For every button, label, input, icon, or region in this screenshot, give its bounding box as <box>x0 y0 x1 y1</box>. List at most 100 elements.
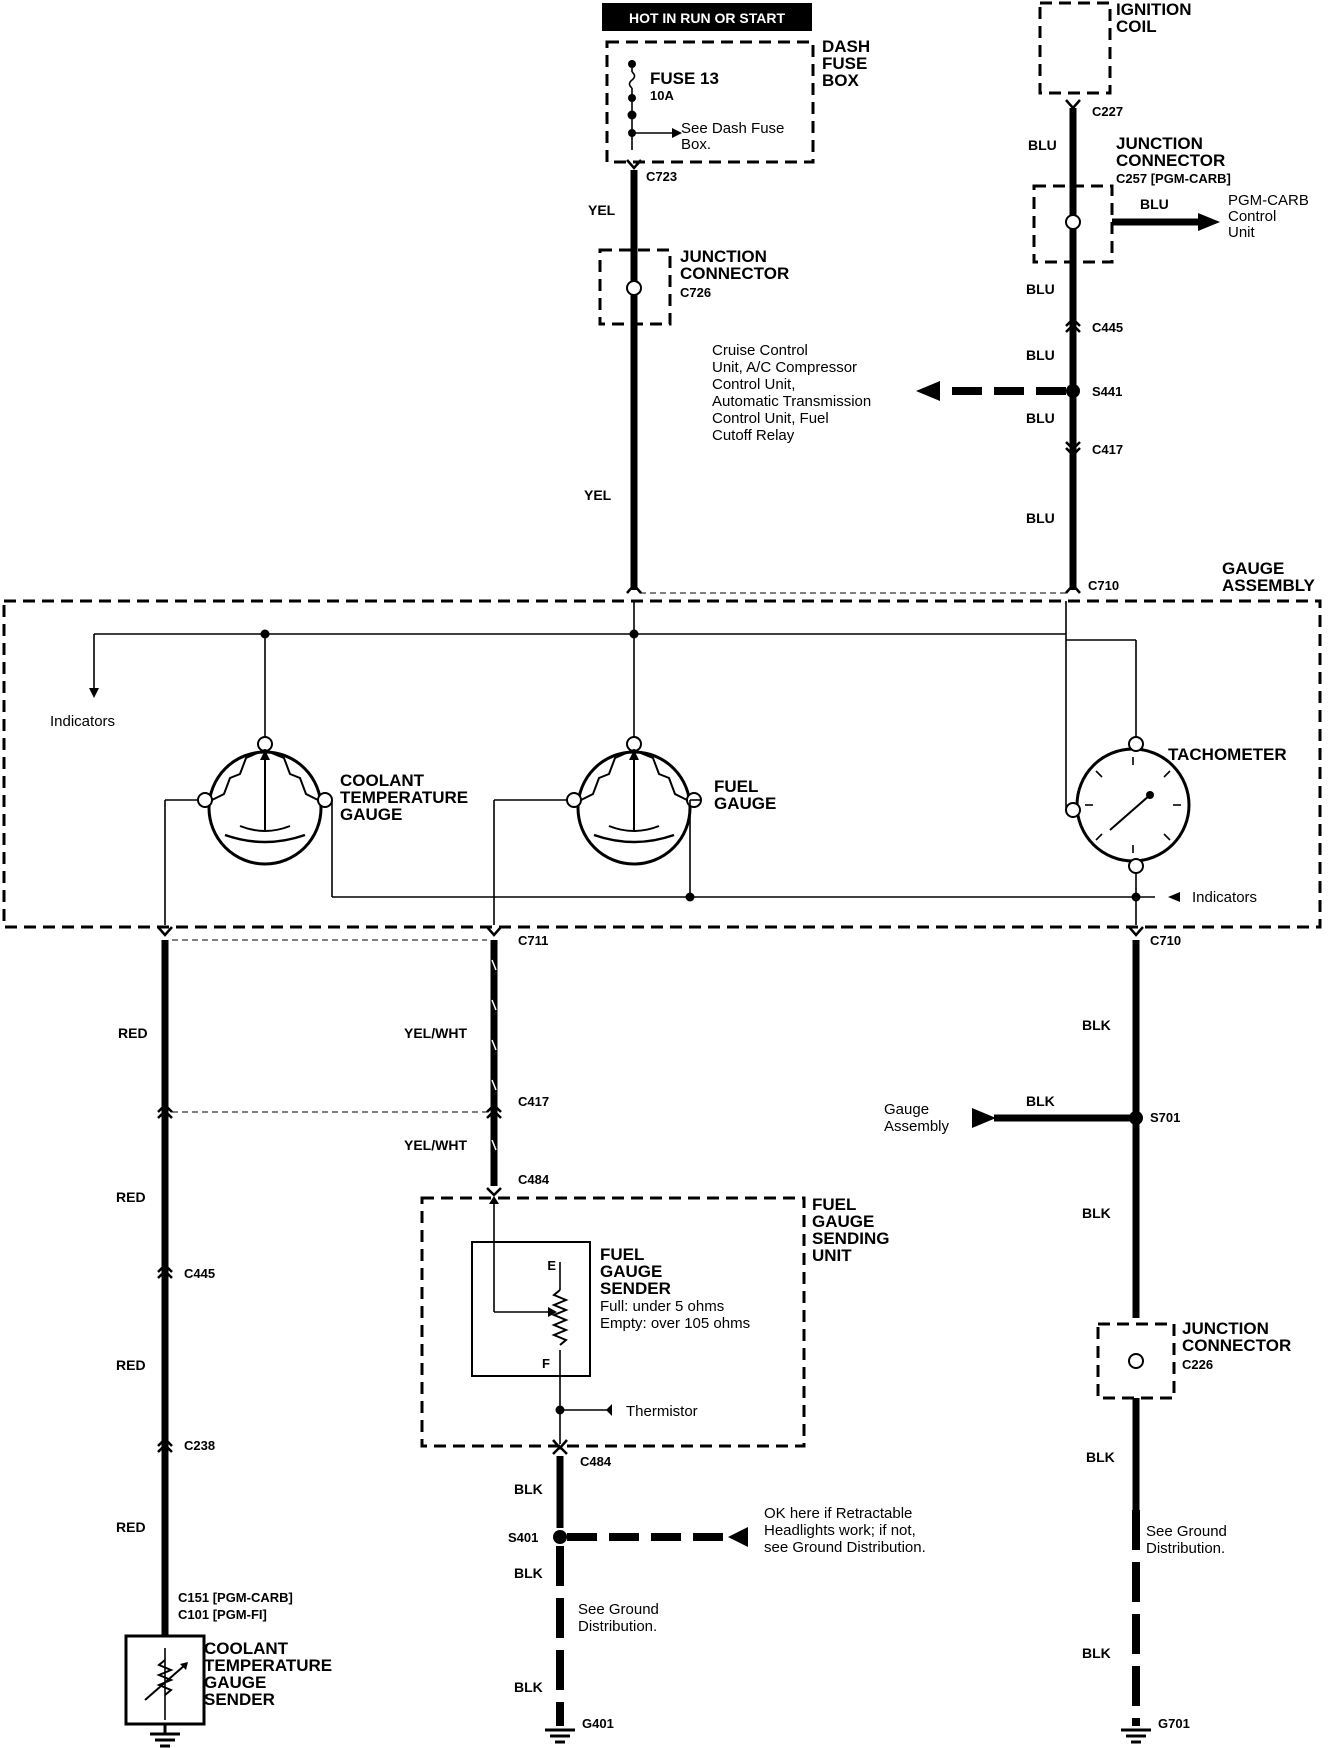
fuse-branch-dot <box>627 110 637 120</box>
coolant-gauge-label-3: GAUGE <box>340 805 402 824</box>
coolant-sender-arrow <box>180 1662 188 1670</box>
junction-c726-label-1: JUNCTION <box>680 247 767 266</box>
fuel-sending-unit-label-2: GAUGE <box>812 1212 874 1231</box>
fuel-sender-box <box>471 1241 591 1377</box>
junction-c726-node <box>626 280 642 296</box>
c417-red-connector <box>157 1103 173 1119</box>
junction-c226-label-2: CONNECTOR <box>1182 1336 1291 1355</box>
coolant-temperature-gauge <box>197 736 333 866</box>
fuel-sending-unit-label-4: UNIT <box>812 1246 852 1265</box>
sender-full: Full: under 5 ohms <box>600 1298 724 1315</box>
c417-top-connector <box>1065 441 1081 457</box>
cruise-text-4: Automatic Transmission <box>712 393 871 410</box>
see-ground-left-1: See Ground <box>578 1601 659 1618</box>
coolant-sender-label-1: COOLANT <box>204 1639 289 1658</box>
yel-wht-label-1: YEL/WHT <box>404 1025 467 1041</box>
sender-e-label: E <box>547 1258 556 1273</box>
s441-arrow <box>916 381 940 401</box>
s401-label: S401 <box>508 1530 538 1545</box>
fuel-sender-label-3: SENDER <box>600 1279 671 1298</box>
thermistor-arrow <box>606 1404 612 1416</box>
indicators-right-label: Indicators <box>1192 889 1257 906</box>
yel-label-2: YEL <box>584 487 612 503</box>
c151-label: C151 [PGM-CARB] <box>178 1590 293 1605</box>
pgm-carb-label-1: PGM-CARB <box>1228 192 1309 209</box>
cruise-text-6: Cutoff Relay <box>712 427 795 444</box>
s441-splice <box>1066 384 1080 398</box>
sender-empty: Empty: over 105 ohms <box>600 1315 750 1332</box>
fuse-see-1: See Dash Fuse <box>681 120 784 137</box>
s401-arrow <box>728 1527 748 1547</box>
c726-label: C726 <box>680 285 711 300</box>
blk-label-right-1: BLK <box>1082 1017 1111 1033</box>
c484-bottom-mate <box>552 1445 568 1455</box>
fuel-sending-unit-box <box>420 1196 806 1448</box>
c238-label: C238 <box>184 1438 215 1453</box>
c711-connector-red <box>157 926 173 937</box>
blu-label-1: BLU <box>1028 137 1057 153</box>
fuse-rating: 10A <box>650 88 674 103</box>
s701-arrow <box>972 1108 996 1128</box>
c417-top-label: C417 <box>1092 442 1123 457</box>
coolant-sender-variable <box>144 1664 186 1701</box>
fuse-terminal-bottom <box>628 94 636 102</box>
fuse-see-2: Box. <box>681 136 711 153</box>
bus-dot-fuel <box>629 629 639 639</box>
yel-wht-label-2: YEL/WHT <box>404 1137 467 1153</box>
junction-c226-node <box>1128 1353 1144 1369</box>
junction-c257-node <box>1065 214 1081 230</box>
gauge-assembly-label-1: GAUGE <box>1222 559 1284 578</box>
c710-connector-blk <box>1128 926 1144 937</box>
fuel-sender-label-2: GAUGE <box>600 1262 662 1281</box>
c101-label: C101 [PGM-FI] <box>178 1607 267 1622</box>
fuse-terminal-top <box>628 60 636 68</box>
coolant-sender-resistor <box>156 1659 174 1696</box>
blu-label-3: BLU <box>1026 347 1055 363</box>
c257-label: C257 [PGM-CARB] <box>1116 171 1231 186</box>
c445-left-label: C445 <box>184 1266 215 1281</box>
sender-lead-in-arrow <box>489 1196 499 1204</box>
indicators-arrow <box>89 688 99 698</box>
sender-f-label: F <box>542 1356 550 1371</box>
c417-mid-connector <box>486 1103 502 1119</box>
sender-resistor <box>551 1289 569 1346</box>
ignition-coil-label-2: COIL <box>1116 17 1157 36</box>
gauge-assembly-label-2: ASSEMBLY <box>1222 576 1316 595</box>
junction-c226-label-1: JUNCTION <box>1182 1319 1269 1338</box>
red-label-3: RED <box>116 1357 146 1373</box>
c445-left-connector <box>157 1263 173 1279</box>
yel-label-1: YEL <box>588 202 616 218</box>
coolant-sender-label-2: TEMPERATURE <box>204 1656 332 1675</box>
c710-bottom-label: C710 <box>1150 933 1181 948</box>
blk-label-s401-1: BLK <box>514 1481 543 1497</box>
tachometer-label: TACHOMETER <box>1168 745 1287 764</box>
ok-here-1: OK here if Retractable <box>764 1505 912 1522</box>
hot-label-box <box>602 3 812 31</box>
c417-mid-label: C417 <box>518 1094 549 1109</box>
red-label-4: RED <box>116 1519 146 1535</box>
gauge-assembly-box <box>2 599 1322 929</box>
junction-c257-label-2: CONNECTOR <box>1116 151 1225 170</box>
ignition-coil-box <box>1038 1 1112 95</box>
c238-connector <box>157 1437 173 1453</box>
see-ground-left-2: Distribution. <box>578 1618 657 1635</box>
blk-label-s701-branch: BLK <box>1026 1093 1055 1109</box>
ignition-coil-label-1: IGNITION <box>1116 0 1192 19</box>
ok-here-3: see Ground Distribution. <box>764 1539 926 1556</box>
thermistor-label: Thermistor <box>626 1403 698 1420</box>
cruise-text-2: Unit, A/C Compressor <box>712 359 857 376</box>
gauge-assembly-side-1: Gauge <box>884 1101 929 1118</box>
yel-wht-stripes <box>491 959 497 1151</box>
fuse-see-arrowhead <box>672 128 682 138</box>
c445-top-connector <box>1065 317 1081 333</box>
c723-label: C723 <box>646 169 677 184</box>
c484-top-label: C484 <box>518 1172 550 1187</box>
fuel-gauge-label-1: FUEL <box>714 777 758 796</box>
fuse-see-dot <box>628 129 636 137</box>
blk-label-right-2: BLK <box>1082 1205 1111 1221</box>
fuse-name: FUSE 13 <box>650 69 719 88</box>
c484-bottom-label: C484 <box>580 1454 612 1469</box>
cruise-text-3: Control Unit, <box>712 376 795 393</box>
see-ground-right-2: Distribution. <box>1146 1540 1225 1557</box>
